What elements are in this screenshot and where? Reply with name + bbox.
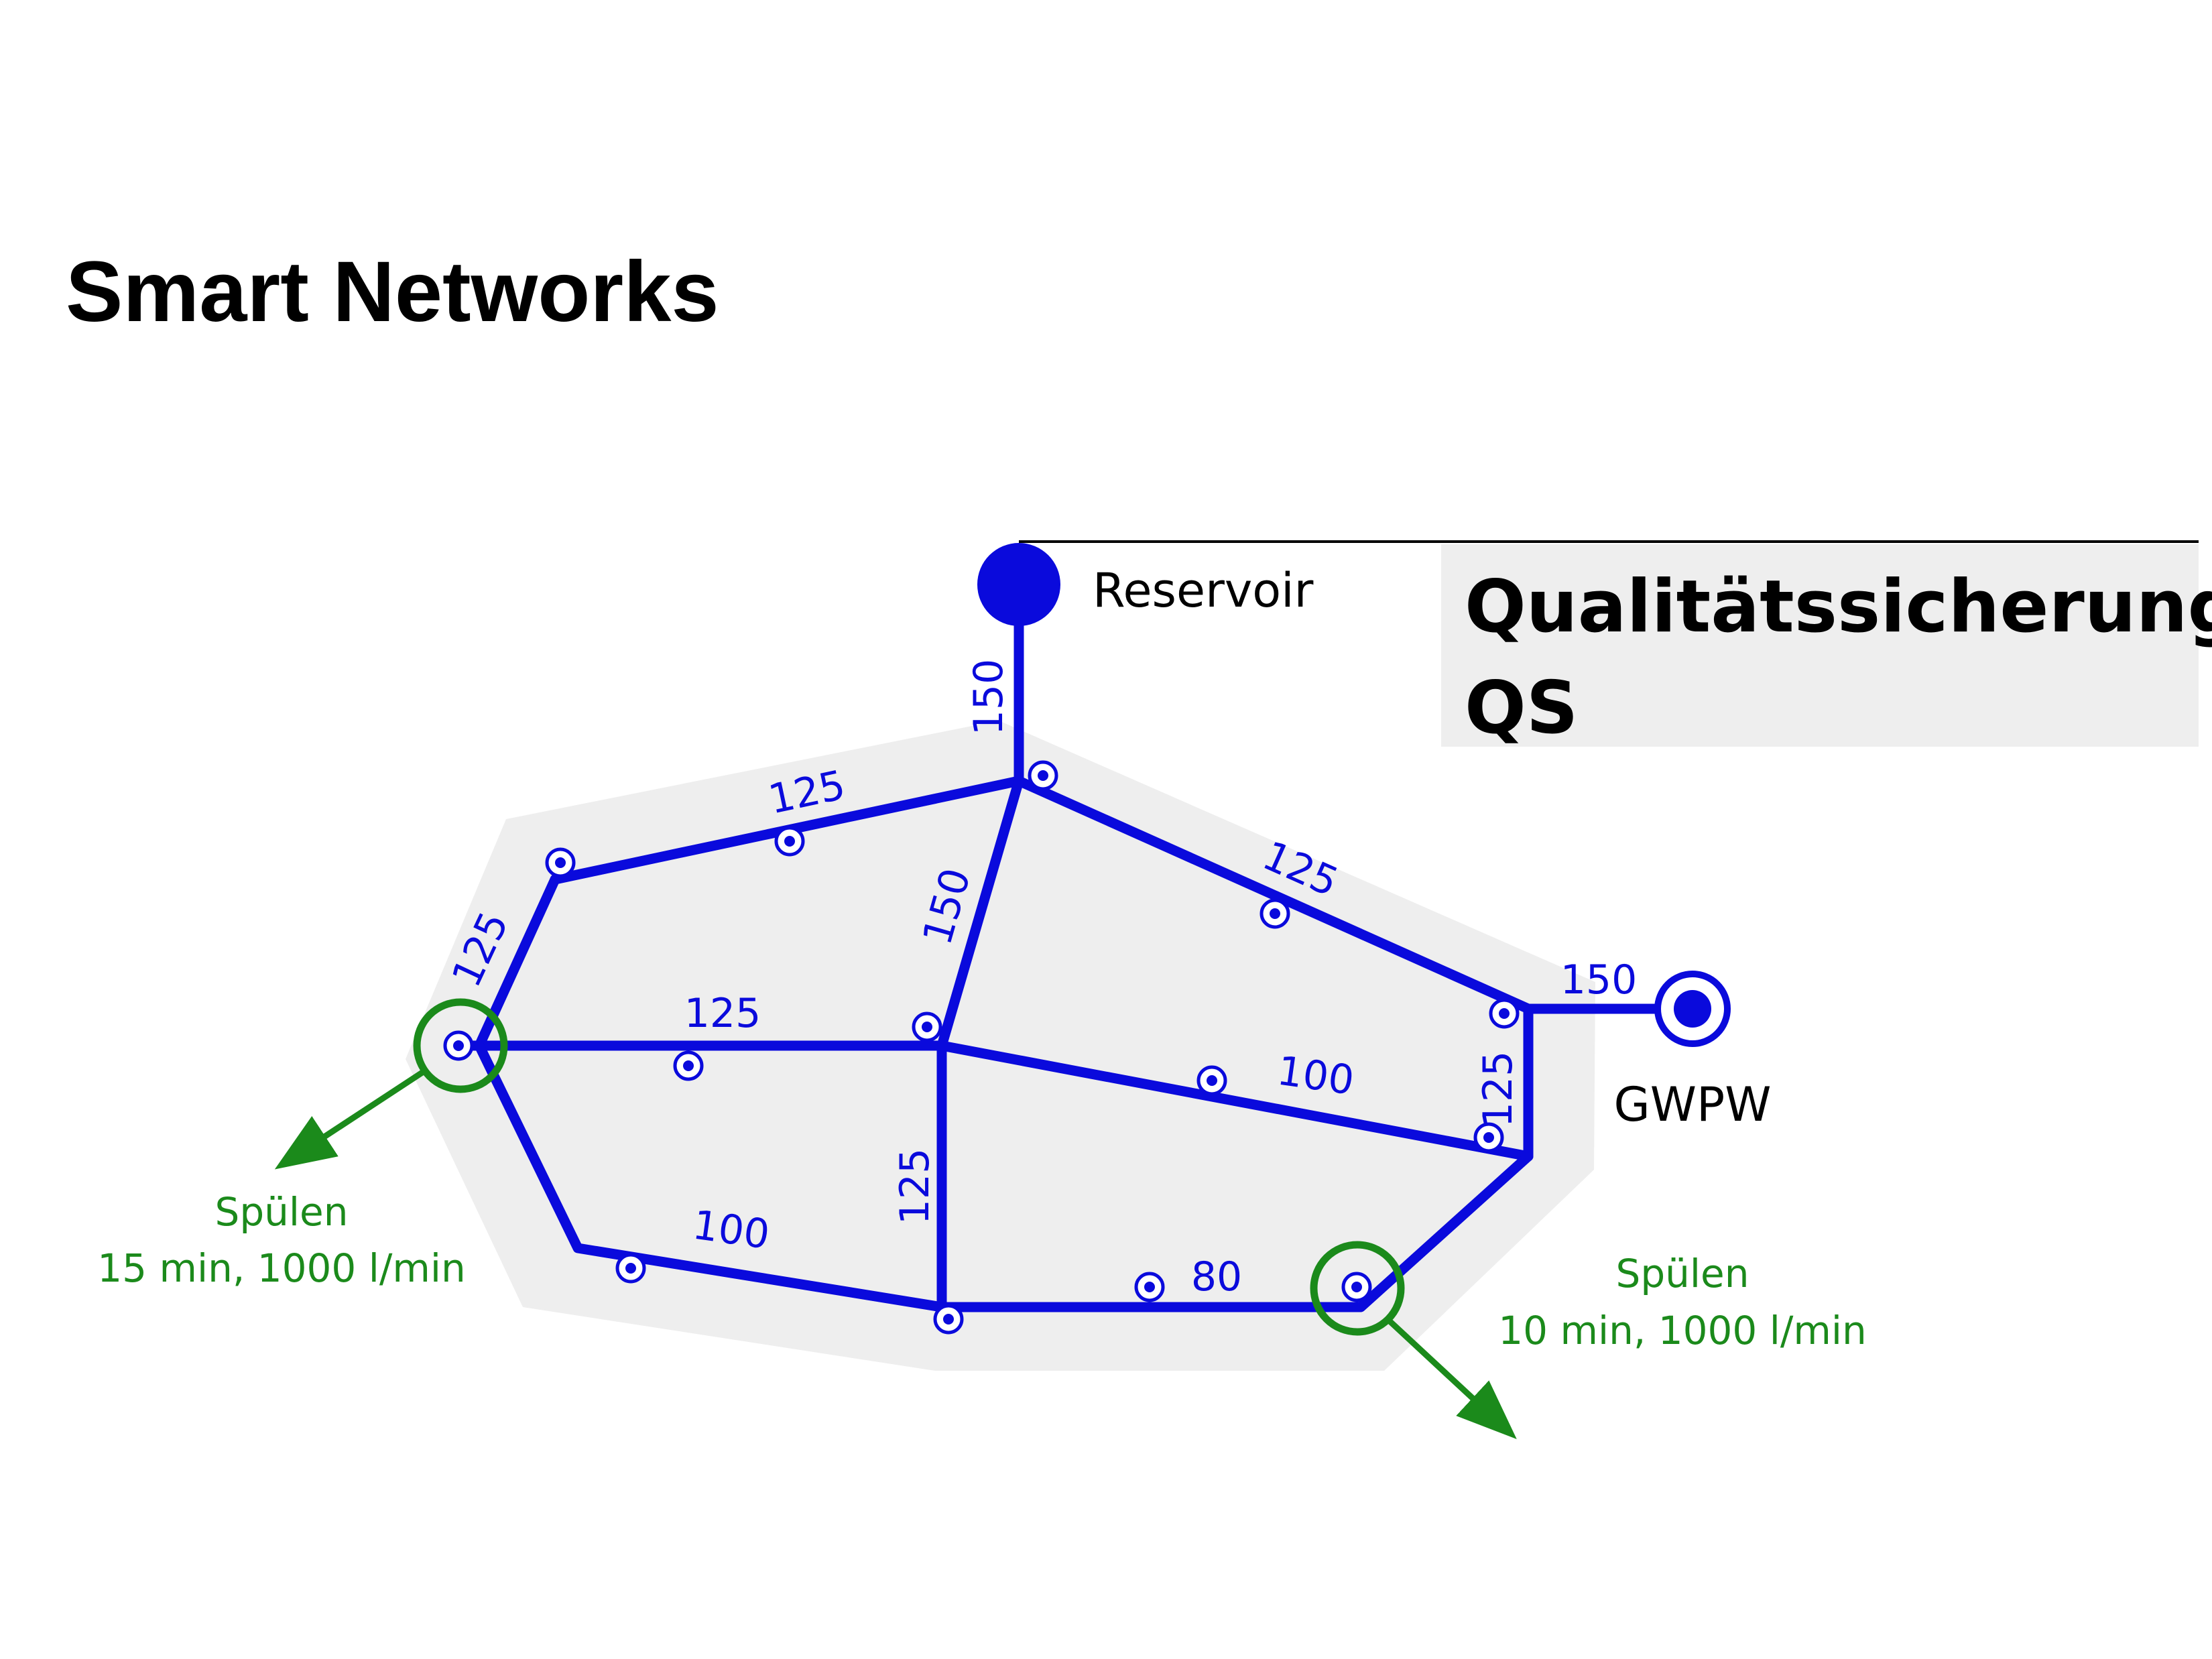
flush-point-left[interactable] <box>413 998 508 1093</box>
pipe-top-right-diagonal <box>1013 776 1534 1014</box>
supply-zone <box>406 721 1595 1371</box>
pipe-label-bottom-left: 100 <box>690 1202 772 1259</box>
qs-panel <box>1441 544 2199 747</box>
gwpw-label: GWPW <box>1614 1077 1772 1132</box>
pipe-bottom-right <box>936 1151 1534 1312</box>
pipe-label-middle-horizontal: 125 <box>684 990 761 1037</box>
pipe-label-gwpw-link: 150 <box>1560 957 1638 1003</box>
pipe-bottom-left <box>474 1040 947 1312</box>
qs-panel-title-line2: QS <box>1465 666 1579 751</box>
hydrant-marker[interactable] <box>443 1030 474 1061</box>
hydrant-marker[interactable] <box>1028 760 1058 791</box>
pipe-label-middle-right: 100 <box>1274 1048 1357 1105</box>
gwpw-node[interactable] <box>1654 971 1731 1047</box>
hydrant-marker[interactable] <box>774 826 805 857</box>
hydrant-marker[interactable] <box>1259 898 1290 929</box>
pipe-label-right-vertical: 125 <box>1475 1051 1522 1128</box>
hydrant-marker[interactable] <box>673 1050 704 1081</box>
hydrant-marker[interactable] <box>1341 1272 1372 1302</box>
qs-panel-title: Qualitätssicherung QS <box>1465 556 2212 759</box>
hydrant-marker[interactable] <box>1489 998 1520 1029</box>
page-title: Smart Networks <box>66 244 719 340</box>
flush-right-detail: 10 min, 1000 l/min <box>1498 1308 1867 1353</box>
hydrant-marker[interactable] <box>933 1304 964 1335</box>
hydrant-marker[interactable] <box>912 1011 942 1042</box>
hydrant-marker[interactable] <box>1473 1122 1504 1153</box>
pipe-label-bottom-right: 80 <box>1191 1253 1242 1300</box>
pipe-middle-right <box>936 1040 1534 1162</box>
reservoir-label: Reservoir <box>1093 563 1314 618</box>
hydrant-marker[interactable] <box>1196 1065 1227 1096</box>
hydrant-marker[interactable] <box>1134 1272 1165 1302</box>
hydrant-marker[interactable] <box>545 847 576 878</box>
flush-left-detail: 15 min, 1000 l/min <box>97 1245 466 1291</box>
flush-point-right[interactable] <box>1310 1241 1405 1336</box>
flush-left-label: Spülen <box>215 1189 349 1235</box>
pipe-label-center-vertical: 125 <box>892 1148 938 1225</box>
pipe-center-diagonal <box>936 776 1024 1051</box>
flush-arrow-left <box>274 1070 424 1170</box>
flush-arrow-right <box>1385 1316 1517 1439</box>
reservoir-node[interactable] <box>977 543 1060 626</box>
hydrant-marker[interactable] <box>615 1253 646 1284</box>
pipe-label-reservoir-main: 150 <box>965 659 1012 736</box>
flush-right-label: Spülen <box>1616 1251 1749 1296</box>
qs-panel-title-line1: Qualitätssicherung <box>1465 565 2212 649</box>
